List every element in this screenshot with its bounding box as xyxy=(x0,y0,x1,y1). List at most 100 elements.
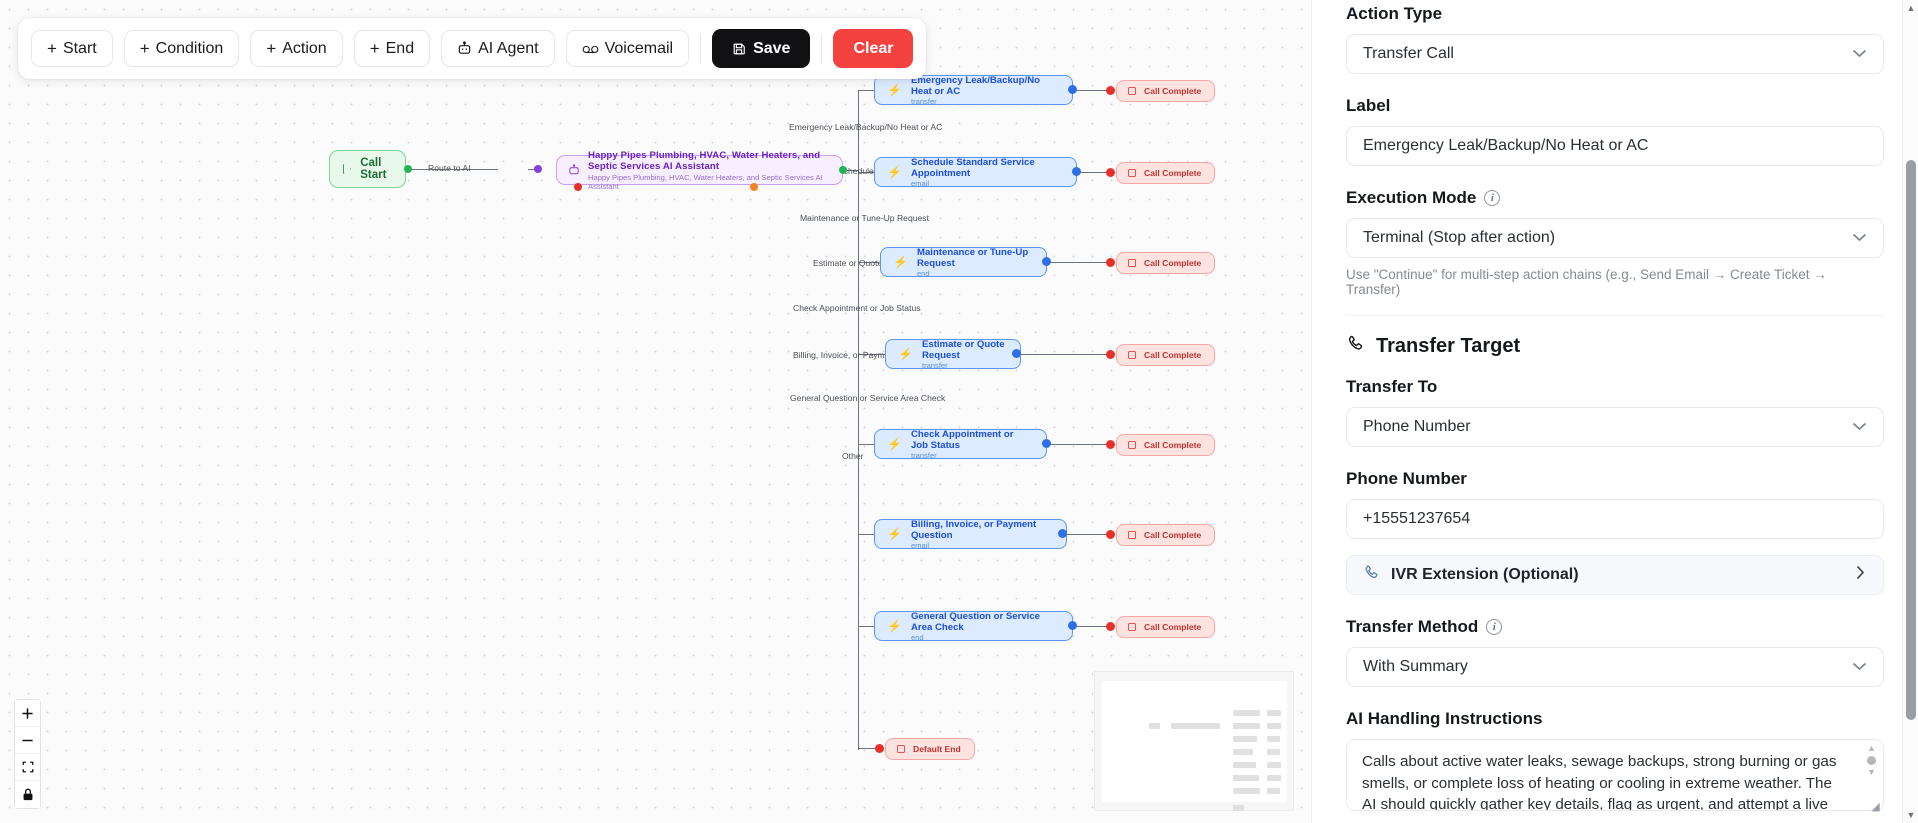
port-end5-in[interactable] xyxy=(1106,440,1115,449)
port-node2-out[interactable] xyxy=(1072,167,1081,176)
transfer-method-select[interactable]: With Summary xyxy=(1346,647,1884,687)
node-call-complete-4[interactable]: Call Complete xyxy=(1116,344,1216,366)
node-action-3[interactable]: ⚡ Maintenance or Tune-Up Request end xyxy=(880,247,1047,278)
port-end2-in[interactable] xyxy=(1106,168,1115,177)
add-voicemail-button[interactable]: Voicemail xyxy=(565,30,690,67)
phone-number-input[interactable]: +15551237654 xyxy=(1346,499,1884,539)
edge-label-3: Maintenance or Tune-Up Request xyxy=(800,213,929,223)
zoom-out-button[interactable] xyxy=(15,727,40,754)
node-call-complete-3[interactable]: Call Complete xyxy=(1116,252,1216,274)
add-end-button[interactable]: + End xyxy=(353,30,431,67)
port-node3-out[interactable] xyxy=(1042,257,1051,266)
edge-label-8: Other xyxy=(842,451,864,461)
call-complete-label-1: Call Complete xyxy=(1144,86,1202,96)
node-action-7[interactable]: ⚡ General Question or Service Area Check… xyxy=(874,611,1073,642)
port-default-end-in[interactable] xyxy=(875,744,884,753)
call-complete-label-2: Call Complete xyxy=(1144,168,1202,178)
plus-icon: + xyxy=(266,39,277,58)
zoom-controls xyxy=(14,699,41,809)
textarea-resize-grip[interactable]: ◢ xyxy=(1871,801,1880,813)
edge-branch-2 xyxy=(858,172,879,174)
execution-mode-label: Execution Mode i xyxy=(1346,188,1884,208)
ivr-extension-row[interactable]: IVR Extension (Optional) xyxy=(1346,555,1884,595)
port-end1-in[interactable] xyxy=(1106,86,1115,95)
zoom-in-button[interactable] xyxy=(15,700,40,727)
ai-instructions-textarea[interactable] xyxy=(1346,739,1884,811)
action-type-select[interactable]: Transfer Call xyxy=(1346,34,1884,74)
scroll-down-icon[interactable]: ▼ xyxy=(1867,767,1876,777)
add-start-button[interactable]: + Start xyxy=(31,30,113,67)
node-call-complete-1[interactable]: Call Complete xyxy=(1116,80,1216,102)
port-ai-error[interactable] xyxy=(574,183,582,191)
port-node1-out[interactable] xyxy=(1068,85,1077,94)
port-end4-in[interactable] xyxy=(1106,350,1115,359)
info-icon[interactable]: i xyxy=(1486,619,1503,635)
edge-node2-to-end xyxy=(1076,172,1110,174)
port-end3-in[interactable] xyxy=(1106,258,1115,267)
stop-icon xyxy=(1128,87,1136,95)
transfer-to-select[interactable]: Phone Number xyxy=(1346,407,1884,447)
voicemail-icon xyxy=(582,42,599,56)
fit-view-button[interactable] xyxy=(15,754,40,781)
bolt-icon: ⚡ xyxy=(887,619,902,633)
flow-canvas[interactable]: + Start + Condition + Action + End xyxy=(0,0,1311,823)
panel-scrollbar[interactable]: ▲ ▼ xyxy=(1902,0,1918,823)
textarea-scrollbar[interactable]: ▲ ▼ xyxy=(1864,744,1879,806)
info-icon[interactable]: i xyxy=(1484,190,1501,206)
clear-button[interactable]: Clear xyxy=(833,29,914,68)
edge-node6-to-end xyxy=(1062,534,1110,536)
save-button[interactable]: Save xyxy=(712,29,811,68)
node-call-start[interactable]: Call Start xyxy=(329,150,406,188)
node-default-end[interactable]: Default End xyxy=(885,738,975,760)
node-call-complete-2[interactable]: Call Complete xyxy=(1116,162,1216,184)
node-5-subtitle: transfer xyxy=(910,450,937,460)
edge-branch-default xyxy=(858,748,880,750)
panel-scroll-thumb[interactable] xyxy=(1906,160,1916,720)
port-node4-out[interactable] xyxy=(1012,349,1021,358)
node-call-complete-5[interactable]: Call Complete xyxy=(1116,434,1216,456)
port-end7-in[interactable] xyxy=(1106,622,1115,631)
port-ai-in[interactable] xyxy=(534,165,542,173)
chevron-down-icon xyxy=(1852,229,1867,247)
node-call-complete-7[interactable]: Call Complete xyxy=(1116,616,1216,638)
scroll-up-arrow-icon[interactable]: ▲ xyxy=(1906,3,1916,13)
node-action-6[interactable]: ⚡ Billing, Invoice, or Payment Question … xyxy=(874,519,1067,550)
edge-label-6: Billing, Invoice, or Paym xyxy=(793,350,885,360)
node-action-2[interactable]: ⚡ Schedule Standard Service Appointment … xyxy=(874,157,1077,188)
port-node5-out[interactable] xyxy=(1042,439,1051,448)
add-ai-agent-button[interactable]: AI Agent xyxy=(441,30,555,67)
minimap-viewport xyxy=(1102,681,1287,811)
add-condition-button[interactable]: + Condition xyxy=(123,30,240,67)
execution-mode-select[interactable]: Terminal (Stop after action) xyxy=(1346,218,1884,258)
node-action-5[interactable]: ⚡ Check Appointment or Job Status transf… xyxy=(874,429,1047,460)
port-end6-in[interactable] xyxy=(1106,530,1115,539)
add-action-button[interactable]: + Action xyxy=(250,30,343,67)
call-complete-label-5: Call Complete xyxy=(1144,440,1202,450)
toolbar-divider-2 xyxy=(821,33,823,64)
node-action-1[interactable]: ⚡ Emergency Leak/Backup/No Heat or AC tr… xyxy=(874,75,1073,106)
label-input[interactable]: Emergency Leak/Backup/No Heat or AC xyxy=(1346,126,1884,166)
edge-label-7: General Question or Service Area Check xyxy=(790,393,946,403)
minimap[interactable] xyxy=(1094,671,1294,811)
edge-branch-5 xyxy=(858,444,879,446)
edge-branch-1 xyxy=(858,90,879,92)
bolt-icon: ⚡ xyxy=(887,165,902,179)
scroll-up-icon[interactable]: ▲ xyxy=(1867,743,1876,753)
label-input-value: Emergency Leak/Backup/No Heat or AC xyxy=(1363,137,1649,154)
port-start-out[interactable] xyxy=(404,165,412,173)
port-ai-out[interactable] xyxy=(839,166,847,174)
scroll-thumb[interactable] xyxy=(1867,756,1876,765)
port-ai-fallback[interactable] xyxy=(750,183,758,191)
stop-icon xyxy=(897,745,905,753)
node-call-complete-6[interactable]: Call Complete xyxy=(1116,524,1216,546)
node-action-4[interactable]: ⚡ Estimate or Quote Request transfer xyxy=(885,339,1021,370)
port-node7-out[interactable] xyxy=(1068,621,1077,630)
port-node6-out[interactable] xyxy=(1058,529,1067,538)
chevron-down-icon xyxy=(1852,658,1867,676)
scroll-down-arrow-icon[interactable]: ▼ xyxy=(1906,810,1916,820)
node-1-subtitle: transfer xyxy=(910,96,937,106)
node-ai-assistant[interactable]: Happy Pipes Plumbing, HVAC, Water Heater… xyxy=(556,150,843,191)
node-3-subtitle: end xyxy=(916,268,930,278)
lock-canvas-button[interactable] xyxy=(15,781,40,808)
robot-icon xyxy=(568,164,580,176)
